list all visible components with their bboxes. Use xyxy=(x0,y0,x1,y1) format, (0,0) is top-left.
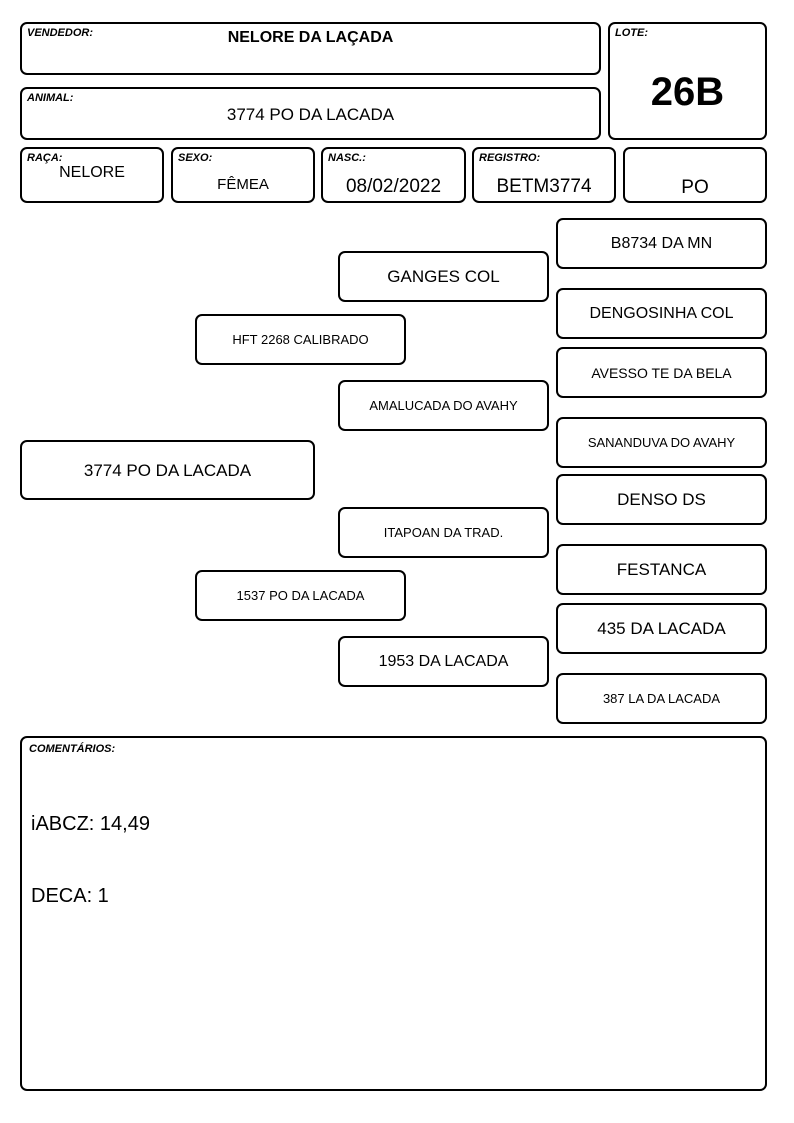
pedigree-animal: 3774 PO DA LACADA xyxy=(20,440,315,500)
pedigree-dd-dam: 387 LA DA LACADA xyxy=(556,673,767,724)
registry-label: REGISTRO: xyxy=(479,152,541,164)
category-value: PO xyxy=(681,177,709,198)
lot-label: LOTE: xyxy=(615,27,648,39)
pedigree-ds-sire: DENSO DS xyxy=(556,474,767,525)
animal-name: 3774 PO DA LACADA xyxy=(226,105,395,124)
vendor-label: VENDEDOR: xyxy=(27,27,94,39)
birth-label: NASC.: xyxy=(328,152,366,164)
lot-box: LOTE: 26B xyxy=(608,22,767,140)
pedigree-ss-dam: DENGOSINHA COL xyxy=(556,288,767,339)
vendor-box: VENDEDOR: NELORE DA LAÇADA xyxy=(20,22,601,75)
pedigree-sire-sire: GANGES COL xyxy=(338,251,549,302)
sex-value: FÊMEA xyxy=(217,176,269,193)
pedigree-sd-sire: AVESSO TE DA BELA xyxy=(556,347,767,398)
pedigree-dam: 1537 PO DA LACADA xyxy=(195,570,406,621)
breed-value: NELORE xyxy=(59,164,125,181)
pedigree-ss-sire: B8734 DA MN xyxy=(556,218,767,269)
pedigree-sire: HFT 2268 CALIBRADO xyxy=(195,314,406,365)
breed-label: RAÇA: xyxy=(27,152,63,164)
pedigree-ds-dam: FESTANCA xyxy=(556,544,767,595)
birth-value: 08/02/2022 xyxy=(345,176,442,197)
animal-box: ANIMAL: 3774 PO DA LACADA xyxy=(20,87,601,140)
sex-label: SEXO: xyxy=(178,152,213,164)
vendor-name: NELORE DA LAÇADA xyxy=(227,29,394,46)
comment-line-deca: DECA: 1 xyxy=(31,885,109,907)
registry-value: BETM3774 xyxy=(496,176,592,197)
registry-box: REGISTRO: BETM3774 xyxy=(472,147,616,203)
category-box: PO xyxy=(623,147,767,203)
birth-box: NASC.: 08/02/2022 xyxy=(321,147,466,203)
pedigree-sd-dam: SANANDUVA DO AVAHY xyxy=(556,417,767,468)
pedigree-dam-sire: ITAPOAN DA TRAD. xyxy=(338,507,549,558)
pedigree-dam-dam: 1953 DA LACADA xyxy=(338,636,549,687)
comments-text: iABCZ: 14,49 DECA: 1 xyxy=(31,764,150,956)
comments-label: COMENTÁRIOS: xyxy=(29,743,116,755)
comment-line-iabcz: iABCZ: 14,49 xyxy=(31,813,150,835)
animal-label: ANIMAL: xyxy=(27,92,74,104)
pedigree-dd-sire: 435 DA LACADA xyxy=(556,603,767,654)
comments-box: COMENTÁRIOS: iABCZ: 14,49 DECA: 1 xyxy=(20,736,767,1091)
pedigree-sire-dam: AMALUCADA DO AVAHY xyxy=(338,380,549,431)
breed-box: RAÇA: NELORE xyxy=(20,147,164,203)
sex-box: SEXO: FÊMEA xyxy=(171,147,315,203)
lot-number: 26B xyxy=(650,70,725,114)
